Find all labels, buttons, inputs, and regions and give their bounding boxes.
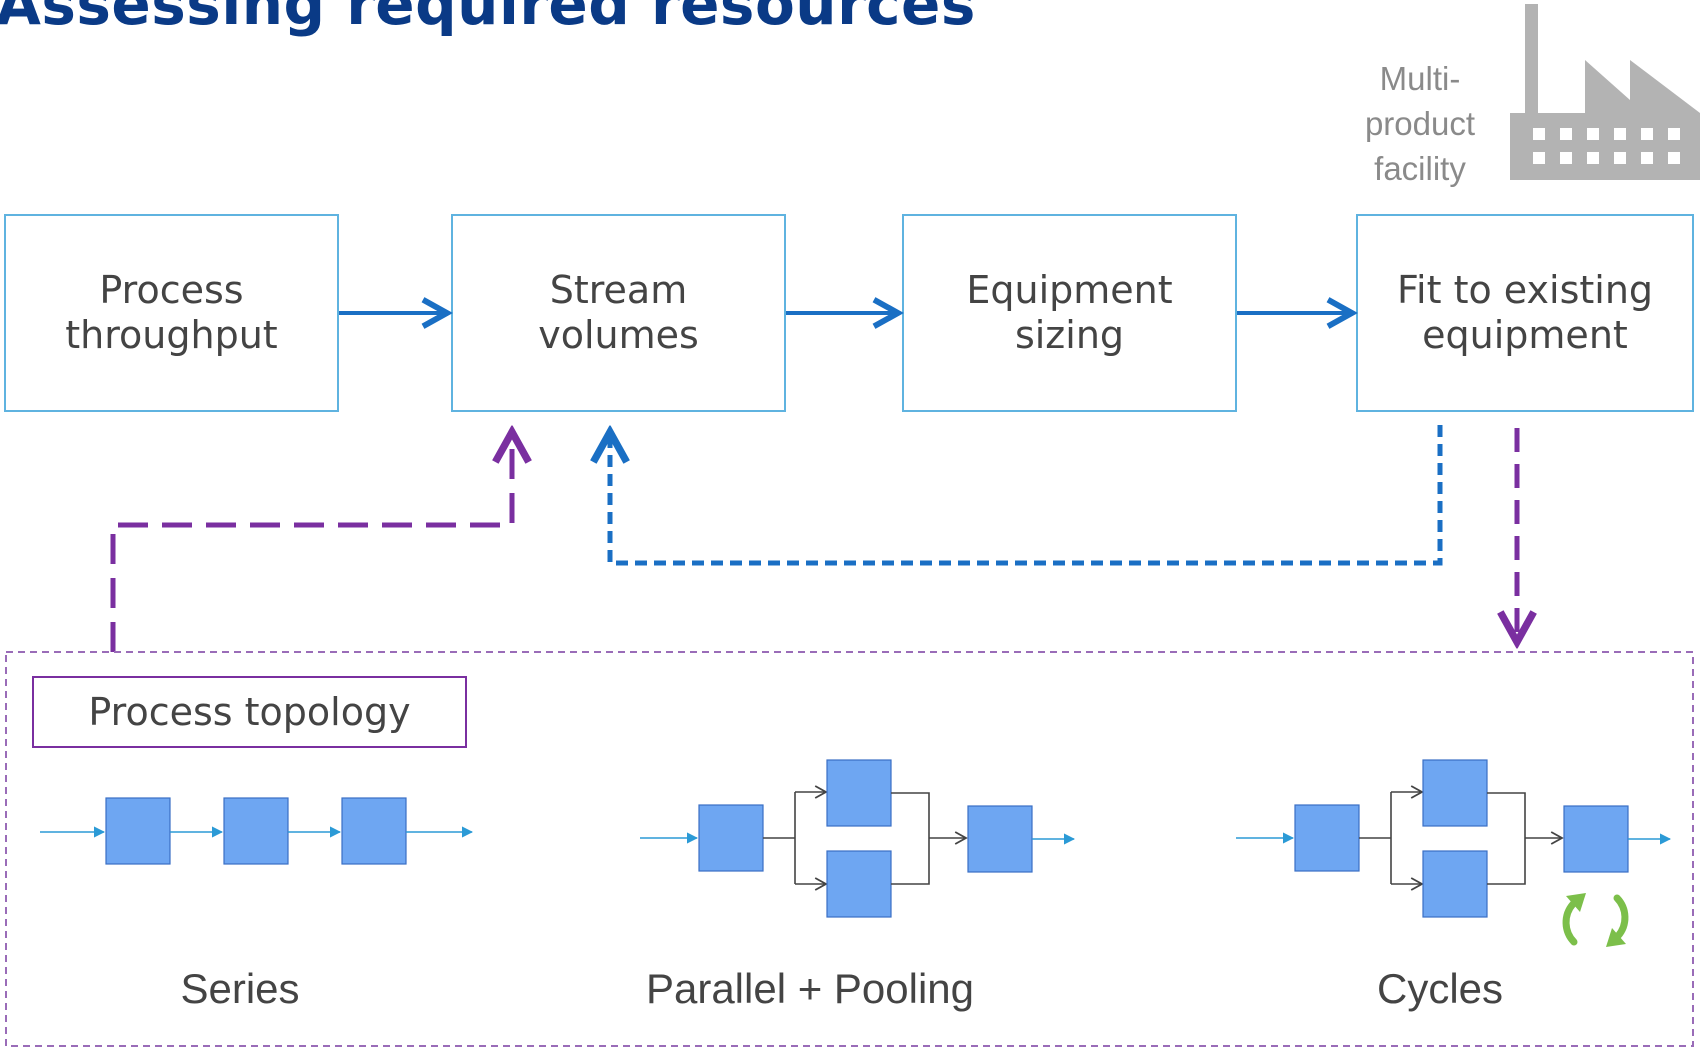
series-caption: Series: [180, 965, 300, 1012]
cycle-arrows-icon: [1562, 894, 1629, 946]
topology-container: [5, 651, 1694, 1047]
step-label: Process throughput: [65, 268, 278, 357]
topology-feedback-arrow: [110, 432, 512, 652]
fit-feedback-arrow: [610, 425, 1443, 566]
facility-label: Multi- product facility: [1364, 60, 1476, 187]
cycles-caption: Cycles: [1376, 965, 1504, 1012]
parallel-pooling-caption: Parallel + Pooling: [645, 965, 975, 1012]
step-process-throughput: Process throughput: [4, 214, 339, 412]
step-label: Fit to existing equipment: [1396, 268, 1654, 357]
series-diagram: [40, 797, 474, 865]
process-topology-label: Process topology: [32, 676, 467, 748]
parallel-pooling-diagram: [640, 759, 1076, 918]
step-equipment-sizing: Equipment sizing: [902, 214, 1237, 412]
step-label: Stream volumes: [538, 268, 699, 357]
page-title: Assessing required resources: [0, 0, 976, 38]
step-label: Equipment sizing: [966, 268, 1173, 357]
step-stream-volumes: Stream volumes: [451, 214, 786, 412]
cycles-diagram: [1236, 759, 1672, 918]
